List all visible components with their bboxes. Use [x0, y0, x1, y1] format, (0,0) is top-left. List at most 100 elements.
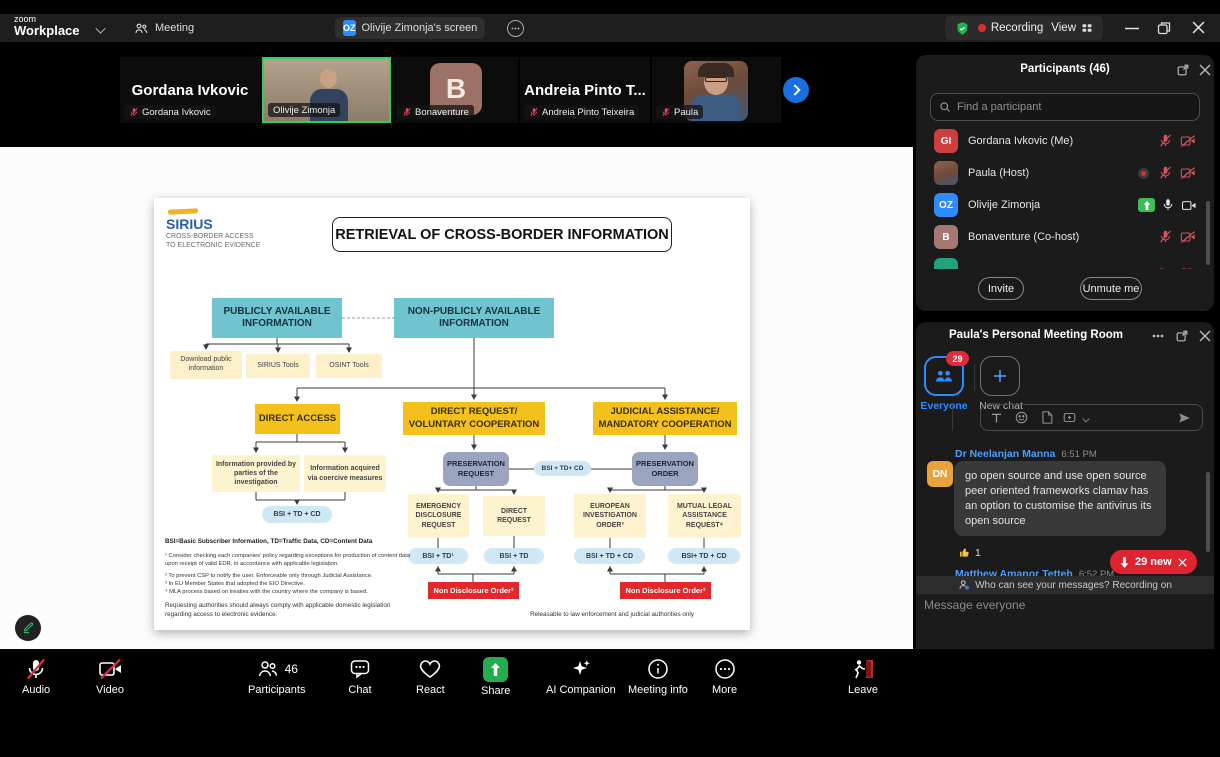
oz-avatar: OZ [343, 20, 356, 36]
node-non-disclosure-2: Non Disclosure Order² [620, 582, 711, 599]
message-reaction[interactable]: 1 [958, 546, 981, 559]
avatar: GI [934, 129, 958, 153]
audio-button[interactable]: Audio [22, 657, 50, 696]
tile-name-pill: Gordana Ivkovic [124, 105, 216, 119]
next-participants-button[interactable] [783, 77, 809, 103]
node-non-publicly-available: NON-PUBLICLY AVAILABLE INFORMATION [394, 298, 554, 338]
participant-row[interactable]: B Bonaventure (Co-host) [916, 221, 1214, 253]
node-preservation-request: PRESERVATION REQUEST [443, 452, 509, 486]
dismiss-icon[interactable] [1178, 557, 1187, 567]
oval-bsi-td-cd-left: BSI + TD + CD [262, 506, 332, 523]
logo-zoom-text: zoom [14, 14, 37, 24]
share-button[interactable]: Share [481, 657, 510, 697]
video-tile-gordana[interactable]: Gordana Ivkovic Gordana Ivkovic [120, 57, 260, 123]
message-time: 6:52 PM [1078, 568, 1115, 580]
participant-row[interactable]: Paula (Host) [916, 157, 1214, 189]
participant-name: Bonaventure (Co-host) [968, 231, 1080, 243]
audio-label: Audio [22, 684, 51, 696]
chat-more-icon[interactable] [1152, 334, 1164, 338]
participants-panel-title: Participants (46) [1020, 63, 1110, 75]
message-bubble[interactable]: go open source and use open source peer … [954, 461, 1166, 537]
node-direct-access: DIRECT ACCESS [255, 404, 340, 434]
meeting-toolbar: Audio Video 46 Participants Chat React [0, 649, 1220, 700]
view-button[interactable]: View [1051, 22, 1093, 34]
ai-sparkle-icon [572, 660, 590, 675]
avatar-photo [934, 161, 958, 185]
ai-companion-button[interactable]: AI Companion [546, 657, 616, 696]
video-tile-andreia[interactable]: Andreia Pinto T... Andreia Pinto Teixeir… [520, 57, 650, 123]
popout-chat-icon[interactable] [1175, 329, 1189, 343]
meeting-info-button[interactable]: Meeting info [628, 657, 688, 696]
legend-text: BSI=Basic Subscriber Information, TD=Tra… [165, 538, 373, 545]
video-tile-olivije-active-speaker[interactable]: Olivije Zimonja [262, 57, 391, 123]
more-button[interactable]: More [712, 657, 737, 696]
oval-bsi-td: BSI + TD [484, 548, 544, 564]
tile-name-label: Gordana Ivkovic [142, 106, 211, 118]
react-button[interactable]: React [416, 657, 445, 696]
participant-row-partial[interactable] [916, 253, 1214, 269]
node-download-public-info: Download public information [170, 351, 242, 379]
format-text-icon[interactable] [991, 412, 1002, 424]
video-button[interactable]: Video [96, 657, 124, 696]
participants-button[interactable]: 46 Participants [248, 657, 305, 696]
participant-search[interactable] [930, 93, 1200, 121]
popout-panel-icon[interactable] [1176, 63, 1190, 77]
chat-scrollbar[interactable] [1206, 472, 1210, 552]
message-author: Dr Neelanjan Manna [955, 448, 1056, 460]
chat-button[interactable]: Chat [348, 657, 372, 696]
tile-center-name: Gordana Ivkovic [131, 81, 249, 99]
avatar: OZ [934, 193, 958, 217]
tile-name-pill: Andreia Pinto Teixeira [524, 105, 640, 119]
mic-muted-icon [130, 107, 138, 117]
participants-scrollbar[interactable] [1206, 201, 1210, 265]
sirius-logo-sub2: TO ELECTRONIC EVIDENCE [166, 242, 261, 249]
close-window-button[interactable] [1192, 21, 1205, 34]
recording-dot-icon [977, 24, 986, 32]
tab-shared-screen-label: Olivije Zimonja's screen [361, 22, 478, 34]
oval-bsi-td-cd-3: BSI + TD + CD [574, 548, 645, 564]
tab-new-chat[interactable] [980, 356, 1020, 396]
unmute-me-button[interactable]: Unmute me [1080, 277, 1142, 300]
video-tile-bonaventure[interactable]: B Bonaventure [393, 57, 518, 123]
mic-on-icon [1163, 199, 1173, 210]
node-emergency-disclosure: EMERGENCY DISCLOSURE REQUEST [408, 494, 469, 538]
more-label: More [712, 684, 738, 696]
tab-meeting[interactable]: Meeting [134, 19, 194, 37]
tile-name-pill: Olivije Zimonja [268, 103, 341, 117]
note-requesting-authorities: Requesting authorities should always com… [165, 602, 391, 618]
zoom-workplace-logo: zoom Workplace [14, 15, 80, 38]
participant-row[interactable]: OZ Olivije Zimonja [916, 189, 1214, 221]
participant-row[interactable]: GI Gordana Ivkovic (Me) [916, 125, 1214, 157]
workspace-chevron-down-icon[interactable] [95, 23, 106, 34]
recording-indicator[interactable]: Recording [977, 22, 1043, 34]
screenshot-icon[interactable] [1063, 411, 1076, 424]
tab-shared-screen[interactable]: OZ Olivije Zimonja's screen [335, 17, 485, 39]
view-label: View [1051, 22, 1076, 34]
search-input[interactable] [957, 101, 1191, 113]
annotate-button[interactable] [15, 615, 41, 641]
close-chat-icon[interactable] [1199, 330, 1211, 342]
video-tile-paula[interactable]: Paula [652, 57, 781, 123]
message-time: 6:51 PM [1061, 448, 1097, 460]
tab-more-options-icon[interactable] [507, 20, 524, 37]
tab-everyone[interactable] [924, 356, 964, 396]
file-icon[interactable] [1041, 411, 1053, 424]
restore-window-button[interactable] [1157, 21, 1171, 35]
invite-button[interactable]: Invite [978, 277, 1024, 300]
privacy-banner[interactable]: Who can see your messages? Recording on [916, 576, 1214, 594]
footnote-1: ¹ Consider checking each companies' poli… [165, 553, 411, 568]
security-shield-icon[interactable] [955, 21, 970, 36]
emoji-icon[interactable] [1015, 411, 1028, 424]
node-direct-request: DIRECT REQUEST/ VOLUNTARY COOPERATION [403, 402, 545, 435]
message-avatar: DN [927, 461, 953, 487]
send-icon[interactable] [1177, 411, 1192, 425]
minimize-button[interactable] [1125, 27, 1139, 30]
chevron-down-icon[interactable] [1082, 415, 1090, 423]
node-info-parties: Information provided by parties of the i… [212, 455, 300, 492]
leave-button[interactable]: Leave [848, 657, 878, 696]
video-on-icon [1181, 201, 1196, 210]
close-participants-icon[interactable] [1199, 64, 1211, 76]
new-messages-pill[interactable]: 29 new [1110, 550, 1197, 574]
speaker-head-shape [320, 69, 337, 88]
meeting-info-label: Meeting info [628, 684, 688, 696]
